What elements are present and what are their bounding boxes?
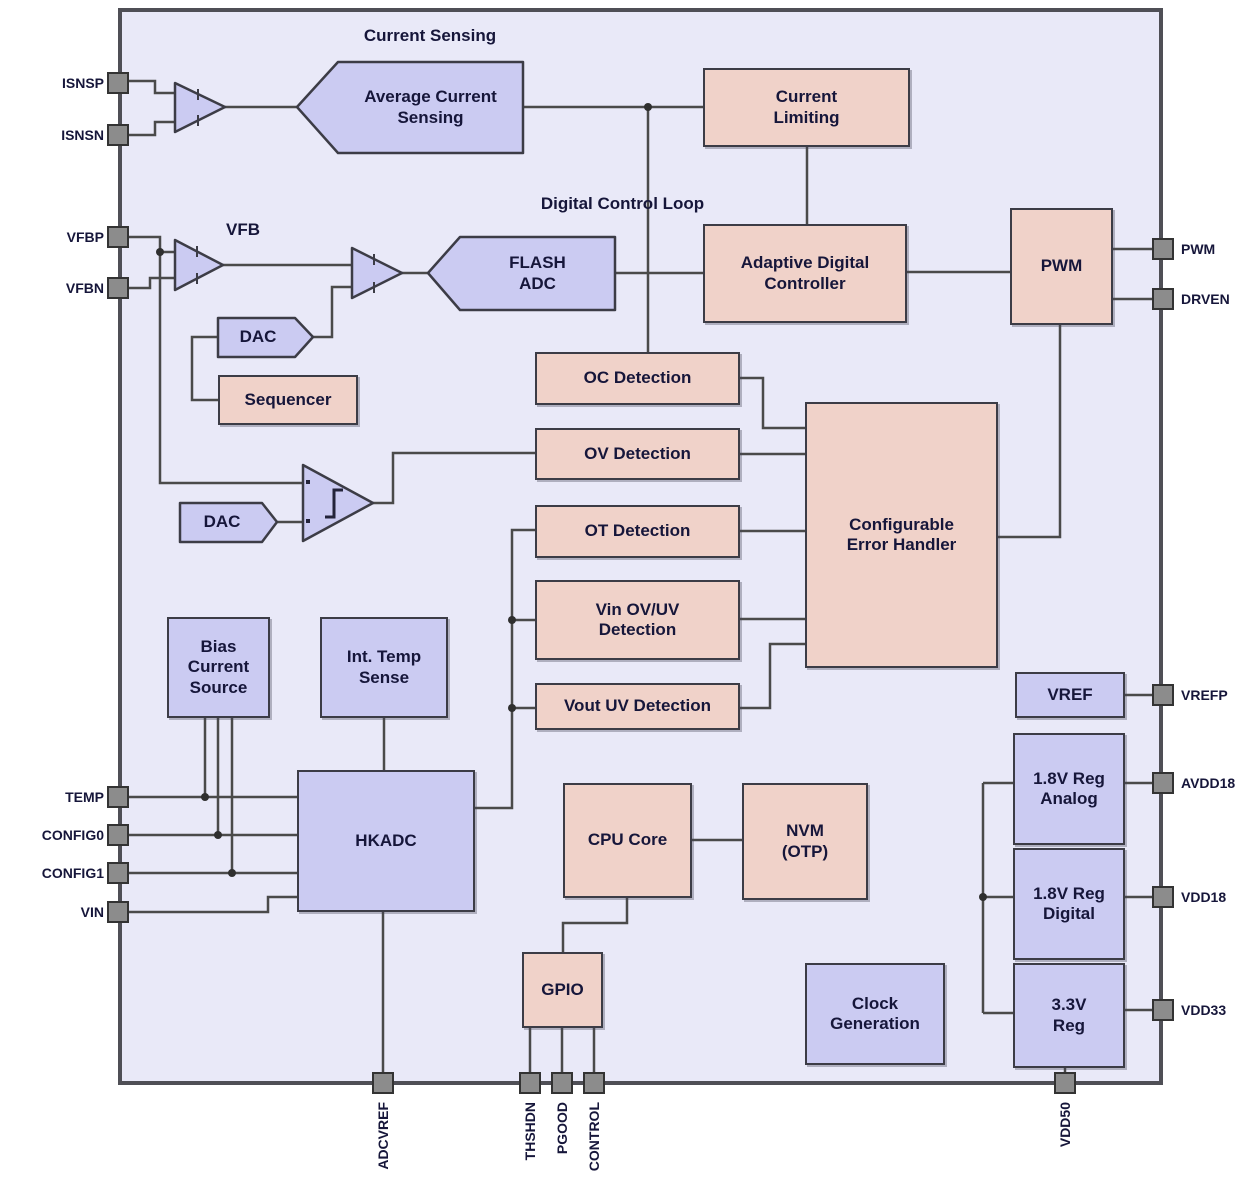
flash-adc-label: FLASH ADC	[509, 253, 566, 293]
current-limiting-block: Current Limiting	[703, 68, 910, 147]
sequencer-block: Sequencer	[218, 375, 358, 425]
vout-uv-detection-block: Vout UV Detection	[535, 683, 740, 730]
isnsp-pin-label: ISNSP	[61, 75, 104, 91]
vdd33-pin-label: VDD33	[1181, 1002, 1227, 1018]
vfb-net-label: VFB	[226, 219, 260, 239]
int-temp-sense-block: Int. Temp Sense	[320, 617, 448, 718]
adcvref-pin-label: ADCVREF	[375, 1102, 391, 1170]
adaptive-digital-controller-block: Adaptive Digital Controller	[703, 224, 907, 323]
pwm-block: PWM	[1010, 208, 1113, 325]
avdd18-pin-label: AVDD18	[1181, 775, 1236, 791]
reg18-analog-block: 1.8V Reg Analog	[1013, 733, 1125, 845]
error-handler-block: Configurable Error Handler	[805, 402, 998, 668]
pgood-pin-label: PGOOD	[554, 1102, 570, 1155]
control-pin-label: CONTROL	[586, 1102, 602, 1172]
vin-pin-label: VIN	[80, 904, 104, 920]
ov-detection-block: OV Detection	[535, 428, 740, 480]
current-sensing-title: Current Sensing	[363, 25, 497, 45]
vref-block: VREF	[1015, 672, 1125, 718]
dac-ov-label: DAC	[203, 512, 241, 532]
gpio-block: GPIO	[522, 952, 603, 1028]
vin-ovuv-detection-block: Vin OV/UV Detection	[535, 580, 740, 660]
vdd18-pin-label: VDD18	[1181, 889, 1227, 905]
oc-detection-block: OC Detection	[535, 352, 740, 405]
config1-pin-label: CONFIG1	[41, 865, 104, 881]
reg33-block: 3.3V Reg	[1013, 963, 1125, 1068]
thshdn-pin-label: THSHDN	[522, 1102, 538, 1161]
ot-detection-block: OT Detection	[535, 505, 740, 558]
isnsn-pin-label: ISNSN	[61, 127, 104, 143]
nvm-block: NVM (OTP)	[742, 783, 868, 900]
vfbp-pin-label: VFBP	[66, 229, 104, 245]
vdd50-pin-label: VDD50	[1057, 1102, 1073, 1148]
clock-generation-block: Clock Generation	[805, 963, 945, 1065]
config0-pin-label: CONFIG0	[41, 827, 104, 843]
drven-pin-label: DRVEN	[1181, 291, 1230, 307]
vrefp-pin-label: VREFP	[1181, 687, 1228, 703]
temp-pin-label: TEMP	[65, 789, 104, 805]
pwm-pin-label: PWM	[1181, 241, 1216, 257]
avg-current-sensing-label: Average Current Sensing	[364, 87, 497, 127]
bias-current-source-block: Bias Current Source	[167, 617, 270, 718]
reg18-digital-block: 1.8V Reg Digital	[1013, 848, 1125, 960]
vfbn-pin-label: VFBN	[65, 280, 104, 296]
cpu-core-block: CPU Core	[563, 783, 692, 898]
dac-vfb-label: DAC	[239, 327, 277, 347]
hkadc-block: HKADC	[297, 770, 475, 912]
digital-control-loop-title: Digital Control Loop	[540, 193, 705, 213]
